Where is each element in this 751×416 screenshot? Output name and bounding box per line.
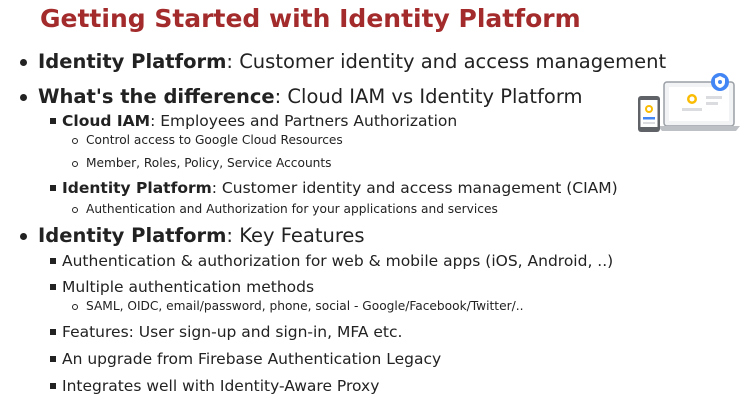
bullet-text: : Customer identity and access managemen… <box>226 50 667 73</box>
bullet-dot <box>20 233 27 240</box>
bullet-bold: Identity Platform <box>62 179 212 197</box>
bullet-dot <box>20 59 27 66</box>
bullet-square <box>50 118 56 124</box>
bullet-square <box>50 185 56 191</box>
bullet-square <box>50 284 56 290</box>
bullet-square <box>50 329 56 335</box>
bullet-circle <box>72 161 78 167</box>
bullet-bold: Cloud IAM <box>62 112 151 130</box>
bullet-text: Authentication and Authorization for you… <box>86 202 498 216</box>
bullet-text: : Employees and Partners Authorization <box>150 112 458 130</box>
bullet-square <box>50 258 56 264</box>
bullet-text: : Key Features <box>226 224 365 247</box>
bullet-bold: Identity Platform <box>38 224 227 247</box>
bullet-text: Control access to Google Cloud Resources <box>86 133 343 147</box>
bullet-circle <box>72 207 78 213</box>
bullet-square <box>50 356 56 362</box>
bullet-dot <box>20 94 27 101</box>
bullet-text: Multiple authentication methods <box>62 278 315 296</box>
bullet-text: : Customer identity and access managemen… <box>211 179 618 197</box>
bullet-circle <box>72 138 78 144</box>
bullet-text: : Cloud IAM vs Identity Platform <box>274 85 583 108</box>
bullet-text: Member, Roles, Policy, Service Accounts <box>86 156 332 170</box>
bullet-text: Authentication & authorization for web &… <box>62 252 614 270</box>
bullet-text: SAML, OIDC, email/password, phone, socia… <box>86 299 524 313</box>
bullet-text: An upgrade from Firebase Authentication … <box>62 350 442 368</box>
bullet-bold: Identity Platform <box>38 50 227 73</box>
identity-devices-icon <box>638 73 740 132</box>
bullet-text: Integrates well with Identity-Aware Prox… <box>62 377 380 395</box>
bullet-bold: What's the difference <box>38 85 275 108</box>
bullet-circle <box>72 304 78 310</box>
bullet-text: Features: User sign-up and sign-in, MFA … <box>62 323 403 341</box>
bullet-square <box>50 383 56 389</box>
slide-title: Getting Started with Identity Platform <box>40 4 581 33</box>
